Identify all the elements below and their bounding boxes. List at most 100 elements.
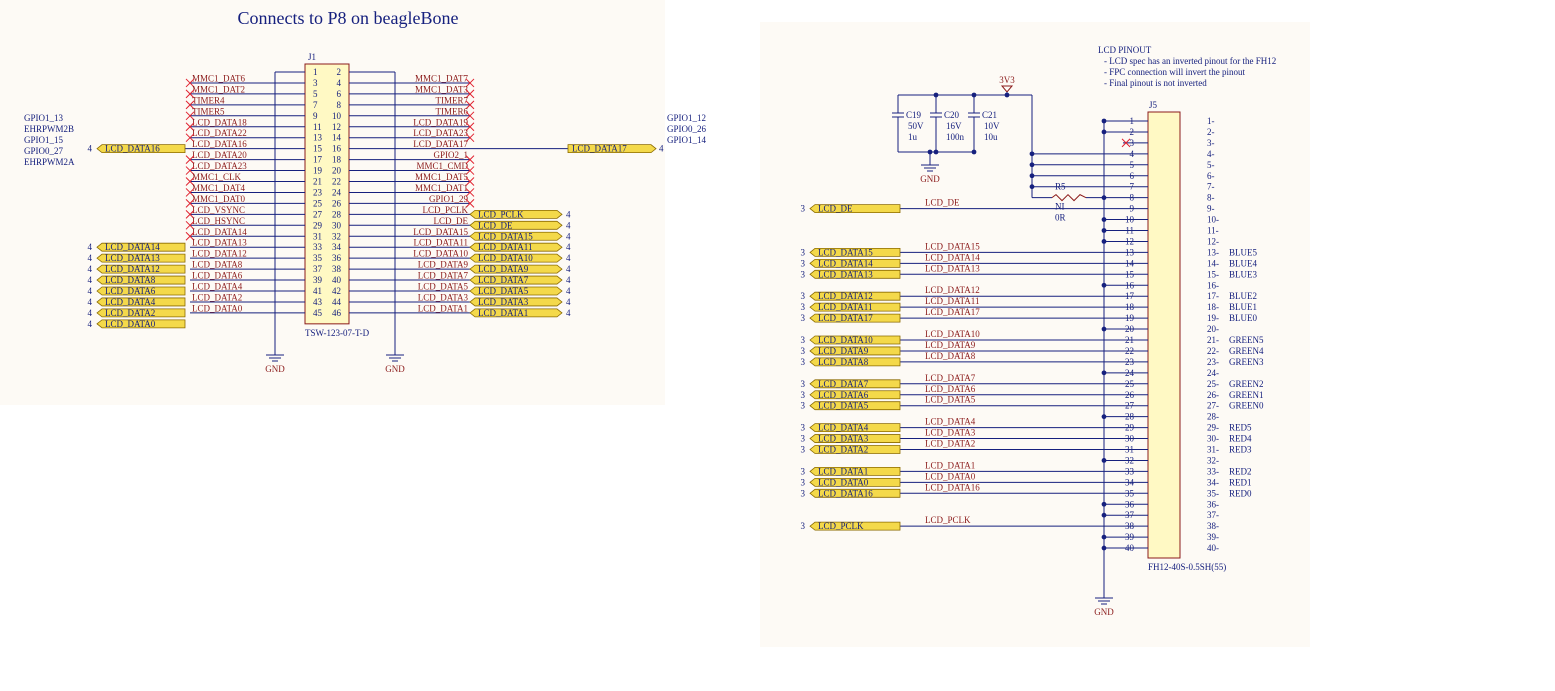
port-shape: [809, 247, 901, 257]
no-connect-stroke: [465, 199, 475, 208]
no-connect-stroke: [185, 78, 195, 88]
sheet-ref: 3: [801, 258, 806, 268]
net-label: MMC1_CLK: [192, 172, 242, 182]
port-label: LCD_DATA2: [105, 308, 155, 318]
net-port: LCD_DATA13: [96, 253, 186, 263]
net-label: LCD_DATA13: [925, 263, 980, 273]
port-label: LCD_DATA9: [478, 264, 529, 274]
pin-label: 31-: [1207, 445, 1219, 455]
pin-number: 22: [332, 177, 341, 187]
net-label: LCD_DATA12: [925, 285, 980, 295]
net-label: LCD_DATA17: [413, 139, 468, 149]
net-label: LCD_DATA14: [192, 227, 247, 237]
port-shape: [96, 253, 186, 263]
gpio-label: EHRPWM2B: [24, 124, 74, 134]
net-label: GPIO1_29: [429, 194, 469, 204]
pin-number: 28: [332, 209, 342, 219]
pin-number: 45: [313, 308, 323, 318]
sheet-ref: 3: [801, 477, 806, 487]
port-label: LCD_DATA13: [818, 269, 873, 279]
net-label: LCD_DATA11: [414, 238, 468, 248]
pin-number: 6: [337, 89, 342, 99]
net-port: LCD_DATA2: [809, 445, 901, 455]
gpio-label: GPIO0_27: [24, 146, 64, 156]
net-port: LCD_PCLK: [809, 521, 901, 531]
color-label: RED2: [1229, 466, 1252, 476]
j5-body: [1147, 111, 1181, 559]
pin-number: 16: [332, 144, 342, 154]
pin-number: 39: [313, 275, 323, 285]
net-label: GPIO2_1: [433, 150, 468, 160]
net-label: LCD_DATA2: [925, 439, 975, 449]
pin-label: 19-: [1207, 313, 1219, 323]
net-label: LCD_DATA7: [418, 271, 469, 281]
pin-number: 11: [313, 122, 322, 132]
no-connect-mark: [1121, 138, 1131, 148]
pin-label: 27-: [1207, 401, 1219, 411]
net-port: LCD_DATA11: [469, 242, 563, 252]
net-port: LCD_DATA17: [567, 144, 657, 154]
cap-ref: C21: [982, 110, 997, 120]
port-label: LCD_DATA13: [105, 253, 160, 263]
net-port: LCD_DATA12: [809, 291, 901, 301]
no-connect-stroke: [185, 89, 195, 99]
left-title: Connects to P8 on beagleBone: [238, 8, 459, 28]
no-connect-stroke: [185, 155, 195, 164]
color-label: GREEN0: [1229, 401, 1264, 411]
port-label: LCD_DATA8: [105, 275, 156, 285]
port-shape: [469, 275, 563, 285]
pin-number: 38: [332, 264, 342, 274]
net-label: MMC1_DAT3: [415, 84, 469, 94]
pin-label: 34-: [1207, 477, 1219, 487]
no-connect-stroke: [465, 177, 475, 186]
port-shape: [809, 302, 901, 312]
port-shape: [469, 297, 563, 307]
no-connect-mark: [185, 188, 195, 197]
pin-label: 18-: [1207, 302, 1219, 312]
net-label: LCD_DATA1: [418, 303, 468, 313]
port-label: LCD_DATA10: [478, 253, 533, 263]
pin-number: 1: [313, 67, 318, 77]
net-label: LCD_DE: [925, 198, 960, 208]
gnd-label: GND: [265, 364, 285, 374]
pin-label: 6-: [1207, 171, 1215, 181]
port-shape: [96, 242, 186, 252]
pin-number: 19: [313, 166, 323, 176]
j1-part-number: TSW-123-07-T-D: [305, 328, 370, 338]
port-shape: [469, 242, 563, 252]
pin-label: 33-: [1207, 466, 1219, 476]
net-port: LCD_DATA11: [809, 302, 901, 312]
net-label: LCD_DATA5: [925, 395, 976, 405]
pin-number: 12: [332, 122, 341, 132]
net-label: LCD_PCLK: [422, 205, 468, 215]
net-label: LCD_DATA12: [192, 249, 247, 259]
net-label: LCD_DATA5: [418, 282, 469, 292]
color-label: GREEN3: [1229, 357, 1264, 367]
pin-number: 35: [313, 253, 323, 263]
port-label: LCD_DATA9: [818, 346, 869, 356]
port-shape: [809, 291, 901, 301]
pin-label: 37-: [1207, 510, 1219, 520]
net-label: LCD_VSYNC: [192, 205, 245, 215]
no-connect-mark: [465, 78, 475, 88]
cap-ref: C19: [906, 110, 922, 120]
net-label: LCD_DATA17: [925, 307, 980, 317]
sheet-ref: 3: [801, 302, 806, 312]
net-label: LCD_DATA22: [192, 128, 247, 138]
sheet-ref: 4: [88, 144, 93, 154]
pin-number: 34: [332, 242, 342, 252]
pin-label: 28-: [1207, 412, 1219, 422]
net-label: LCD_DATA16: [925, 482, 980, 492]
port-label: LCD_DATA4: [818, 423, 869, 433]
net-port: LCD_DATA17: [809, 313, 901, 323]
